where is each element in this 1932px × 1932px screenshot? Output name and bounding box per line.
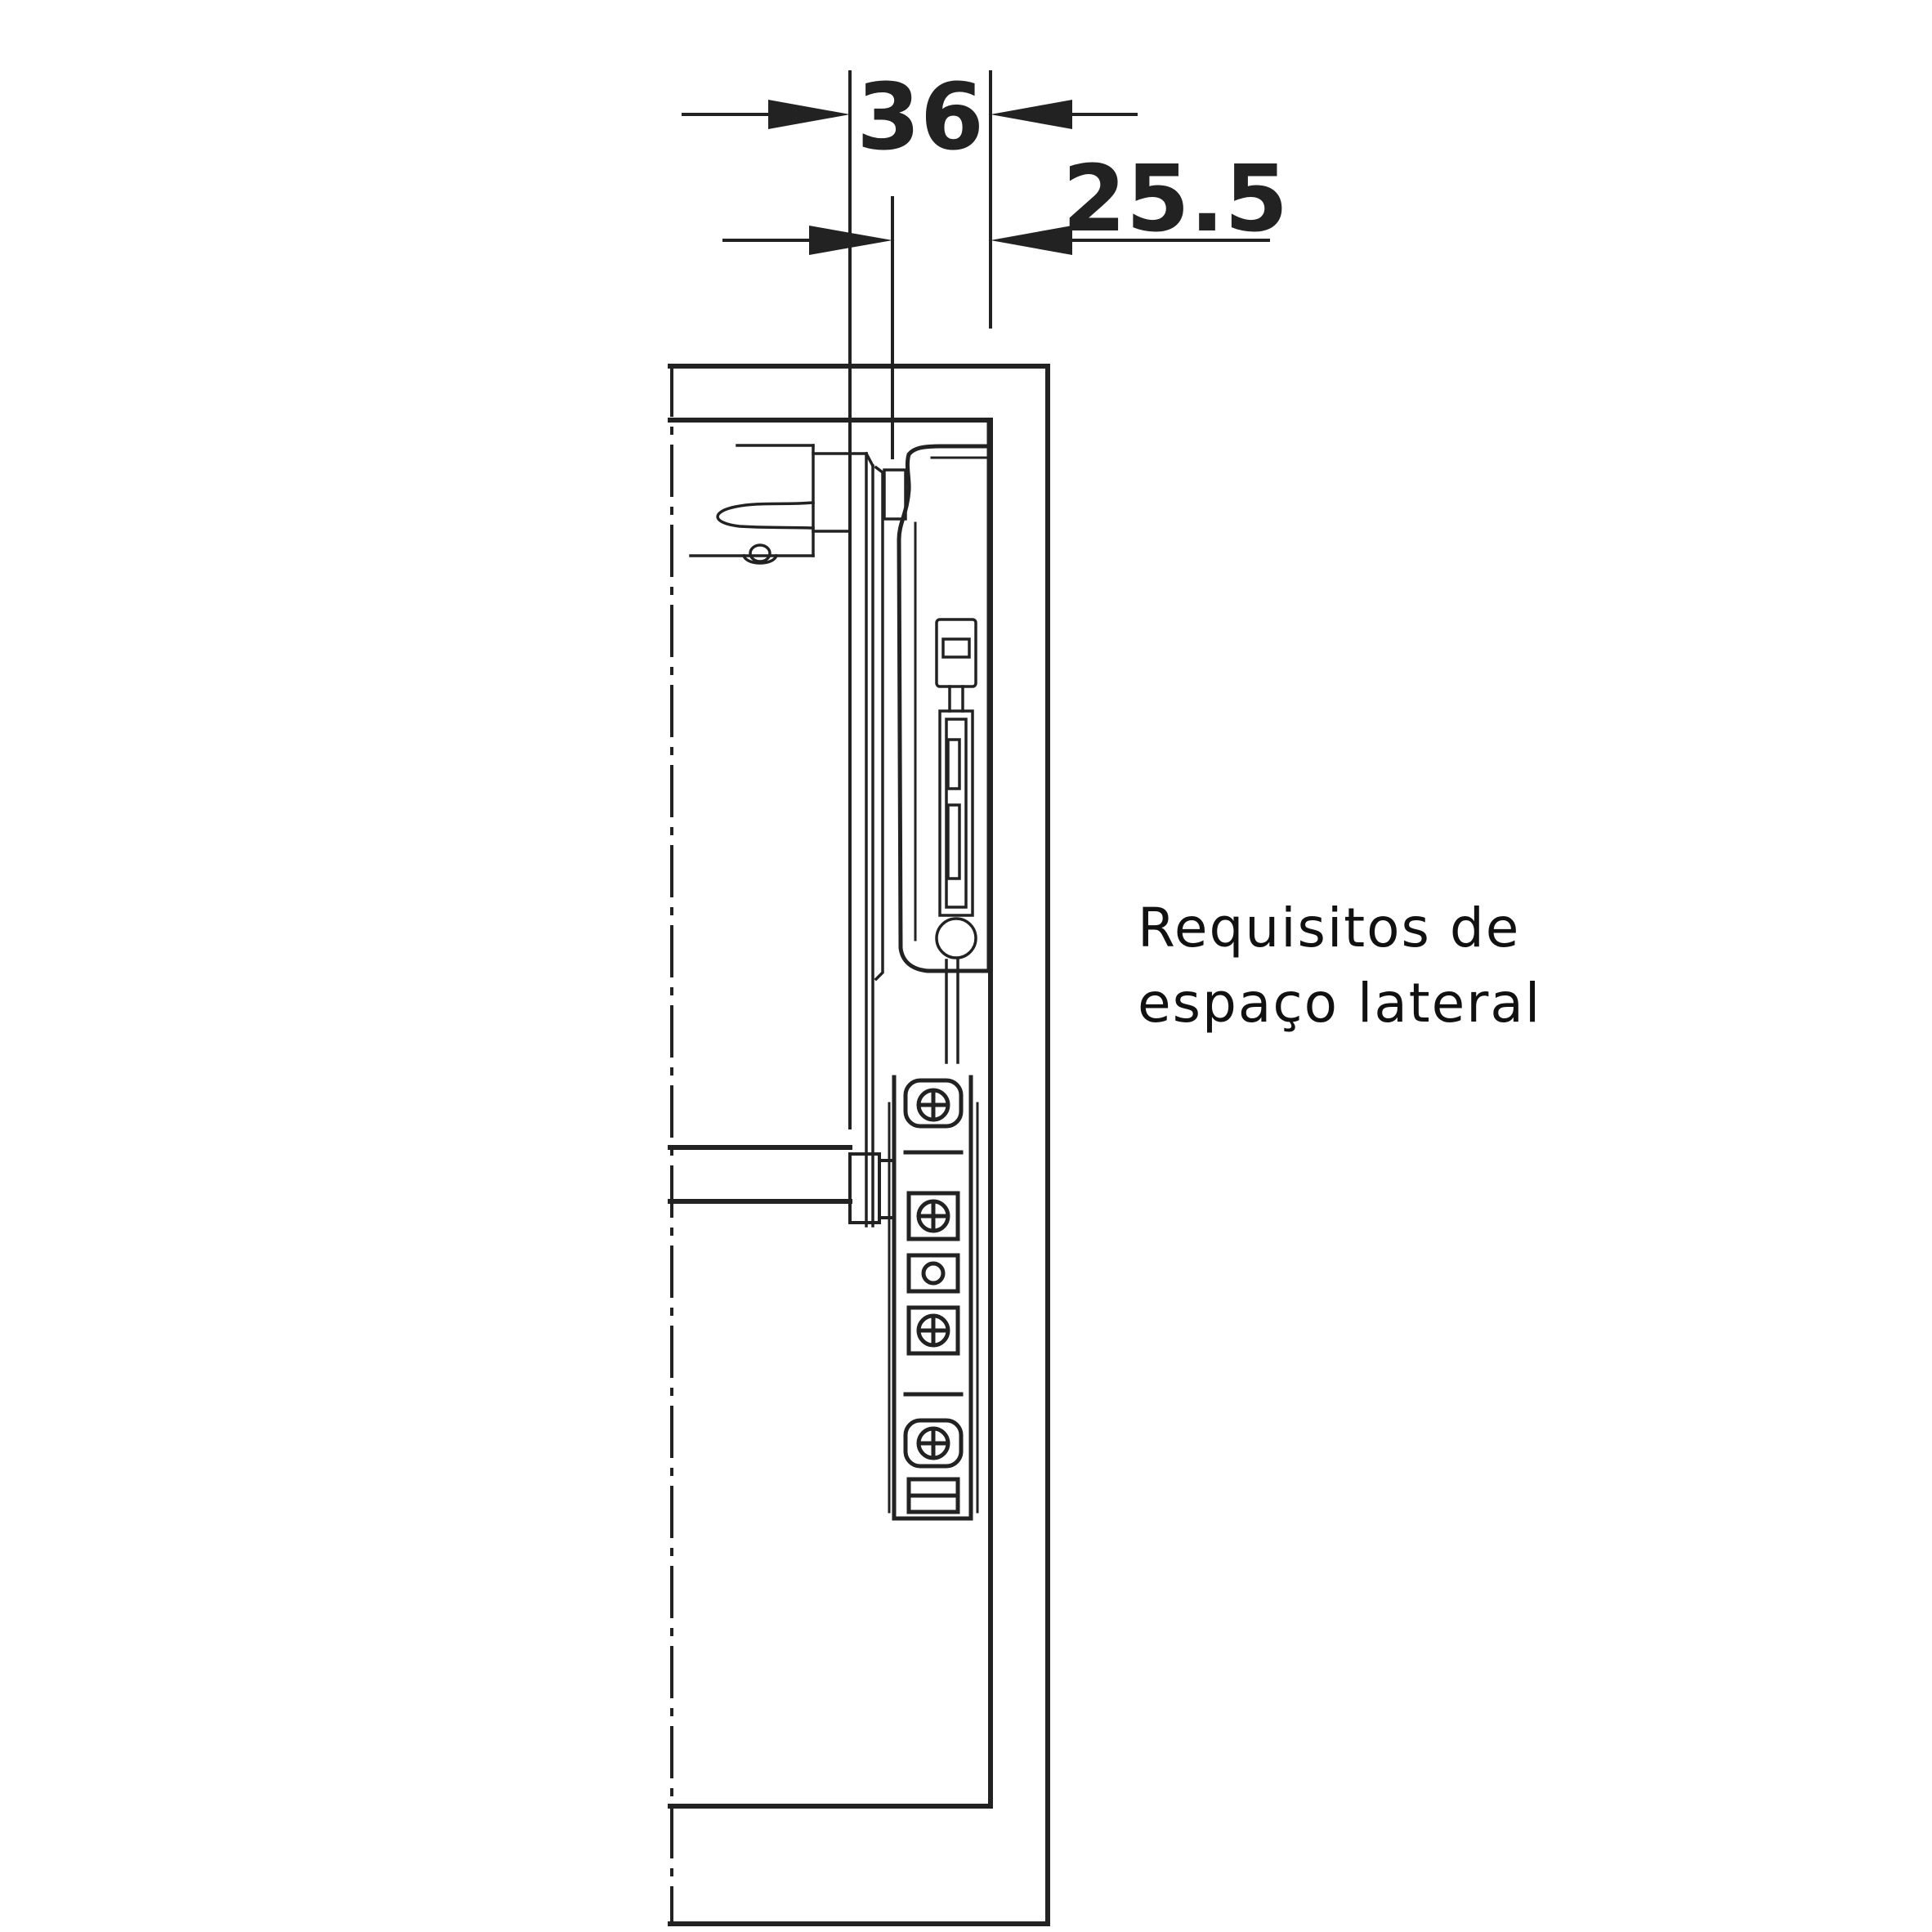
cabinet-outline [668, 364, 1050, 1926]
dimension-label-25-5: 25.5 [1062, 146, 1288, 253]
caption-line-1: Requisitos de [1138, 897, 1520, 959]
gas-strut [935, 618, 977, 1064]
side-plate-connector [848, 1152, 896, 1224]
lift-mechanism-housing [897, 419, 991, 973]
mounting-rail [888, 1075, 979, 1521]
dimension-25-5 [722, 196, 1270, 459]
dimension-label-36: 36 [856, 65, 984, 171]
top-hinge-bracket [689, 444, 907, 1228]
caption-line-2: espaço lateral [1138, 972, 1541, 1035]
